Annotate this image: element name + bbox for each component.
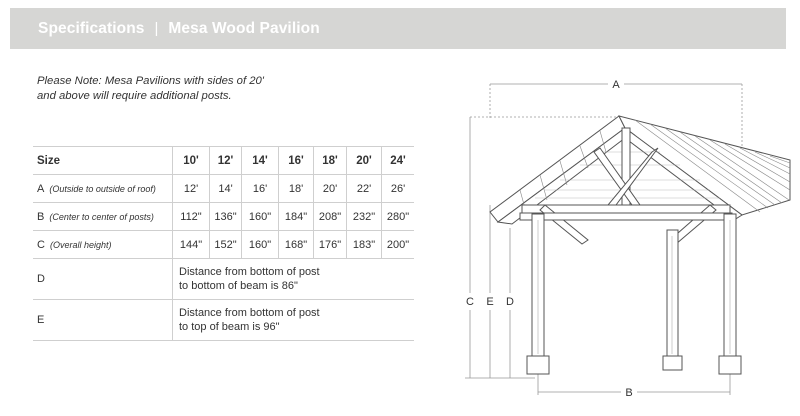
table-cell: 232" bbox=[346, 202, 382, 231]
table-row: E Distance from bottom of post to top of… bbox=[33, 299, 414, 341]
table-row: A (Outside to outside of roof) 12' 14' 16… bbox=[33, 174, 414, 203]
size-header-cell: 20' bbox=[346, 146, 382, 175]
size-header: Size bbox=[33, 146, 173, 175]
header-bar: Specifications | Mesa Wood Pavilion bbox=[10, 8, 786, 49]
row-note: Distance from bottom of post to top of b… bbox=[172, 299, 414, 341]
dimension-a-label: A bbox=[612, 79, 620, 91]
table-cell: 136" bbox=[209, 202, 242, 231]
dimension-c-label: C bbox=[466, 296, 474, 308]
dimension-lines bbox=[465, 83, 743, 395]
dimension-d-label: D bbox=[506, 296, 514, 308]
table-header-row: Size 10' 12' 14' 16' 18' 20' 24' bbox=[33, 146, 414, 175]
note-line: to top of beam is 96" bbox=[179, 321, 280, 333]
size-header-cell: 18' bbox=[313, 146, 347, 175]
table-row: D Distance from bottom of post to bottom… bbox=[33, 258, 414, 300]
note-line-2: and above will require additional posts. bbox=[37, 90, 232, 102]
page-title: Specifications bbox=[38, 19, 145, 37]
note-line: Distance from bottom of post bbox=[179, 307, 320, 319]
row-label: C (Overall height) bbox=[33, 230, 173, 259]
row-description: (Outside to outside of roof) bbox=[49, 183, 156, 194]
table-cell: 160" bbox=[241, 230, 279, 259]
note-line: Distance from bottom of post bbox=[179, 266, 320, 278]
post-grain bbox=[537, 220, 731, 354]
row-letter: B bbox=[37, 210, 45, 223]
table-cell: 144" bbox=[172, 230, 210, 259]
table-cell: 16' bbox=[241, 174, 279, 203]
row-letter: E bbox=[37, 314, 45, 326]
row-letter: A bbox=[37, 182, 45, 195]
row-description: (Center to center of posts) bbox=[49, 211, 154, 222]
title-separator: | bbox=[154, 20, 159, 37]
row-label: A (Outside to outside of roof) bbox=[33, 174, 173, 203]
table-cell: 160" bbox=[241, 202, 279, 231]
size-header-cell: 10' bbox=[172, 146, 210, 175]
table-row: B (Center to center of posts) 112" 136" 1… bbox=[33, 202, 414, 231]
row-letter: C bbox=[37, 238, 45, 251]
note-line: to bottom of beam is 86" bbox=[179, 280, 298, 292]
posts-note: Please Note: Mesa Pavilions with sides o… bbox=[37, 74, 264, 104]
table-cell: 200" bbox=[381, 230, 414, 259]
table-row: C (Overall height) 144" 152" 160" 168" 17… bbox=[33, 230, 414, 259]
table-cell: 22' bbox=[346, 174, 382, 203]
size-header-cell: 14' bbox=[241, 146, 279, 175]
table-cell: 26' bbox=[381, 174, 414, 203]
table-cell: 184" bbox=[278, 202, 314, 231]
table-cell: 280" bbox=[381, 202, 414, 231]
table-cell: 168" bbox=[278, 230, 314, 259]
table-cell: 112" bbox=[172, 202, 210, 231]
table-cell: 176" bbox=[313, 230, 347, 259]
size-header-cell: 16' bbox=[278, 146, 314, 175]
row-letter: D bbox=[37, 273, 45, 285]
row-label: B (Center to center of posts) bbox=[33, 202, 173, 231]
row-label: D bbox=[33, 258, 173, 300]
size-header-cell: 24' bbox=[381, 146, 414, 175]
product-name: Mesa Wood Pavilion bbox=[168, 19, 320, 37]
size-header-cell: 12' bbox=[209, 146, 242, 175]
table-cell: 12' bbox=[172, 174, 210, 203]
roof-panels bbox=[519, 119, 791, 213]
table-cell: 152" bbox=[209, 230, 242, 259]
row-note: Distance from bottom of post to bottom o… bbox=[172, 258, 414, 300]
note-line-1: Please Note: Mesa Pavilions with sides o… bbox=[37, 75, 264, 87]
table-cell: 14' bbox=[209, 174, 242, 203]
dimension-e-label: E bbox=[486, 296, 493, 308]
table-cell: 20' bbox=[313, 174, 347, 203]
row-description: (Overall height) bbox=[49, 239, 112, 250]
table-cell: 208" bbox=[313, 202, 347, 231]
pavilion-posts bbox=[526, 213, 742, 375]
table-cell: 183" bbox=[346, 230, 382, 259]
row-label: E bbox=[33, 299, 173, 341]
spec-table: Size 10' 12' 14' 16' 18' 20' 24' A (Outsi… bbox=[33, 146, 414, 341]
dimension-b-label: B bbox=[625, 387, 632, 399]
table-cell: 18' bbox=[278, 174, 314, 203]
